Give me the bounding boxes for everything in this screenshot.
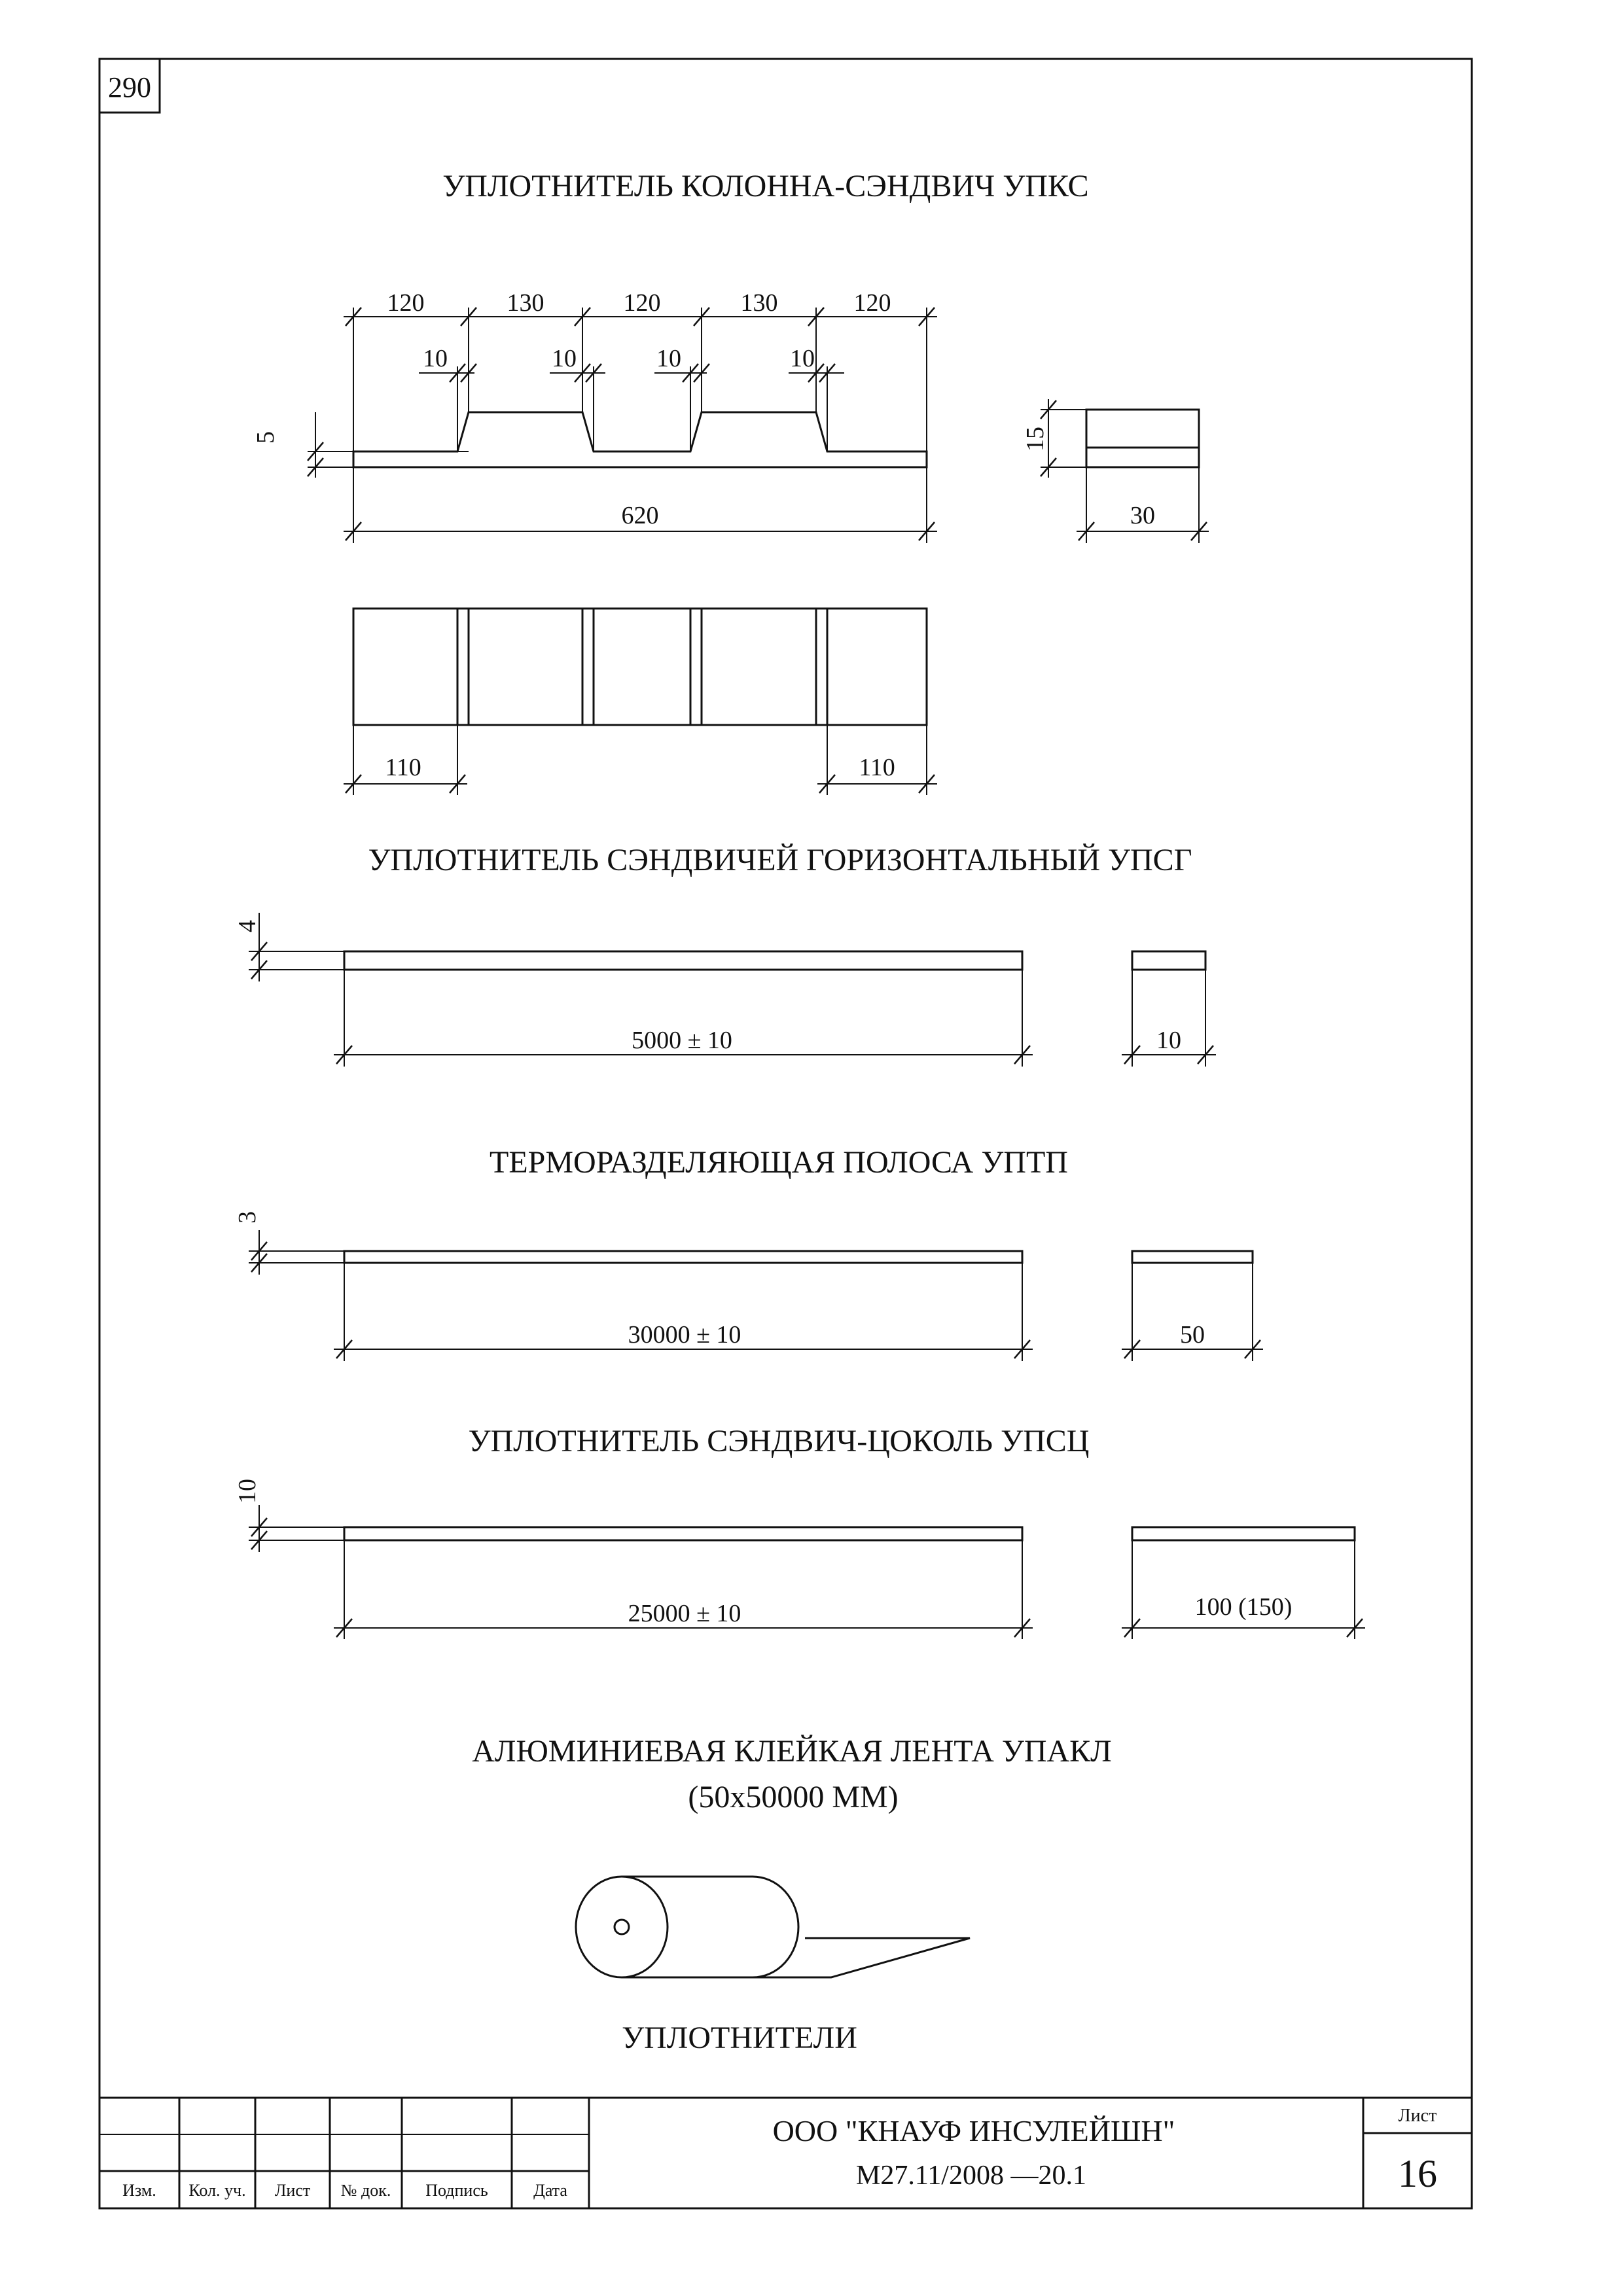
upsg-section xyxy=(1131,950,1207,971)
tb-header-data: Дата xyxy=(533,2181,567,2200)
sheet-number-top: 290 xyxy=(108,71,151,103)
title-block: Изм. Кол. уч. Лист № док. Подпись Дата О… xyxy=(99,2096,1472,2208)
upks-plan xyxy=(352,607,928,726)
tb-header-list: Лист xyxy=(275,2181,310,2200)
dim-upsc-width: 100 (150) xyxy=(1195,1593,1293,1621)
tb-header-podpis: Подпись xyxy=(425,2181,488,2200)
dim-upks-gap-3: 10 xyxy=(656,345,681,372)
dim-upks-gap-4: 10 xyxy=(790,345,815,372)
uptp-section xyxy=(1131,1250,1254,1264)
dim-upsc-length: 25000 ± 10 xyxy=(628,1600,741,1627)
dim-uptp-length: 30000 ± 10 xyxy=(628,1321,741,1349)
dim-upsc-thickness: 10 xyxy=(234,1479,261,1504)
dim-uptp-thickness: 3 xyxy=(234,1211,261,1224)
title-upsg: УПЛОТНИТЕЛЬ СЭНДВИЧЕЙ ГОРИЗОНТАЛЬНЫЙ УПС… xyxy=(368,843,1192,877)
sheet-frame xyxy=(98,58,1473,2210)
title-upakl-line1: АЛЮМИНИЕВАЯ КЛЕЙКАЯ ЛЕНТА УПАКЛ xyxy=(472,1734,1111,1769)
dim-upks-top-4: 130 xyxy=(741,289,778,317)
tb-header-izm: Изм. xyxy=(122,2181,156,2200)
dim-upks-top-3: 120 xyxy=(624,289,661,317)
tape-roll-illustration xyxy=(575,1875,971,1979)
tape-roll-core xyxy=(613,1918,630,1935)
upks-profile xyxy=(352,411,928,468)
title-uptp: ТЕРМОРАЗДЕЛЯЮЩАЯ ПОЛОСА УПТП xyxy=(490,1145,1068,1180)
upks-plan-view: 110 110 xyxy=(344,607,937,795)
dim-upsg-width: 10 xyxy=(1156,1027,1181,1054)
uptp-drawing: 3 30000 ± 10 50 xyxy=(234,1211,1263,1361)
tb-header-doc-no: № док. xyxy=(341,2181,391,2200)
dim-uptp-width: 50 xyxy=(1180,1321,1205,1349)
upks-side-view: 15 30 xyxy=(1022,399,1209,543)
dim-upks-plan-left: 110 xyxy=(385,754,421,781)
tb-company: ООО "КНАУФ ИНСУЛЕЙШН" xyxy=(773,2114,1175,2147)
dim-upks-gap-1: 10 xyxy=(423,345,448,372)
upks-side-section xyxy=(1085,408,1200,468)
title-upsc: УПЛОТНИТЕЛЬ СЭНДВИЧ-ЦОКОЛЬ УПСЦ xyxy=(469,1424,1090,1458)
tb-header-kol-uch: Кол. уч. xyxy=(188,2181,245,2200)
dim-upks-total: 620 xyxy=(622,502,659,529)
upsc-section xyxy=(1131,1526,1356,1542)
tape-roll-face xyxy=(575,1875,669,1979)
tape-unrolled-end xyxy=(694,1937,971,1979)
dim-upks-thickness: 5 xyxy=(252,431,279,444)
dim-upks-gap-2: 10 xyxy=(552,345,577,372)
dim-upsg-thickness: 4 xyxy=(234,920,261,932)
caption-uplotniteli: УПЛОТНИТЕЛИ xyxy=(622,2021,857,2055)
tb-sheet-number: 16 xyxy=(1398,2152,1437,2195)
title-upakl-line2: (50x50000 ММ) xyxy=(688,1780,898,1814)
dim-upks-side-width: 30 xyxy=(1130,502,1155,529)
dim-upks-top-2: 130 xyxy=(507,289,544,317)
dim-upks-side-height: 15 xyxy=(1022,427,1049,451)
uptp-strip xyxy=(343,1250,1024,1264)
upks-profile-view: 120 130 120 130 120 10 10 10 10 5 620 xyxy=(252,289,937,543)
dim-upks-plan-right: 110 xyxy=(859,754,895,781)
dim-upks-top-5: 120 xyxy=(854,289,891,317)
dim-upsg-length: 5000 ± 10 xyxy=(632,1027,732,1054)
tb-doc-code: М27.11/2008 —20.1 xyxy=(856,2161,1086,2191)
upsc-drawing: 10 25000 ± 10 100 (150) xyxy=(234,1479,1365,1639)
upsc-strip xyxy=(343,1526,1024,1542)
upsg-drawing: 4 5000 ± 10 10 xyxy=(234,913,1216,1067)
tb-sheet-label: Лист xyxy=(1399,2106,1437,2126)
sheet-number-box xyxy=(98,58,161,114)
dim-upks-top-1: 120 xyxy=(387,289,425,317)
title-upks: УПЛОТНИТЕЛЬ КОЛОННА-СЭНДВИЧ УПКС xyxy=(442,169,1088,203)
upsg-strip xyxy=(343,950,1024,971)
